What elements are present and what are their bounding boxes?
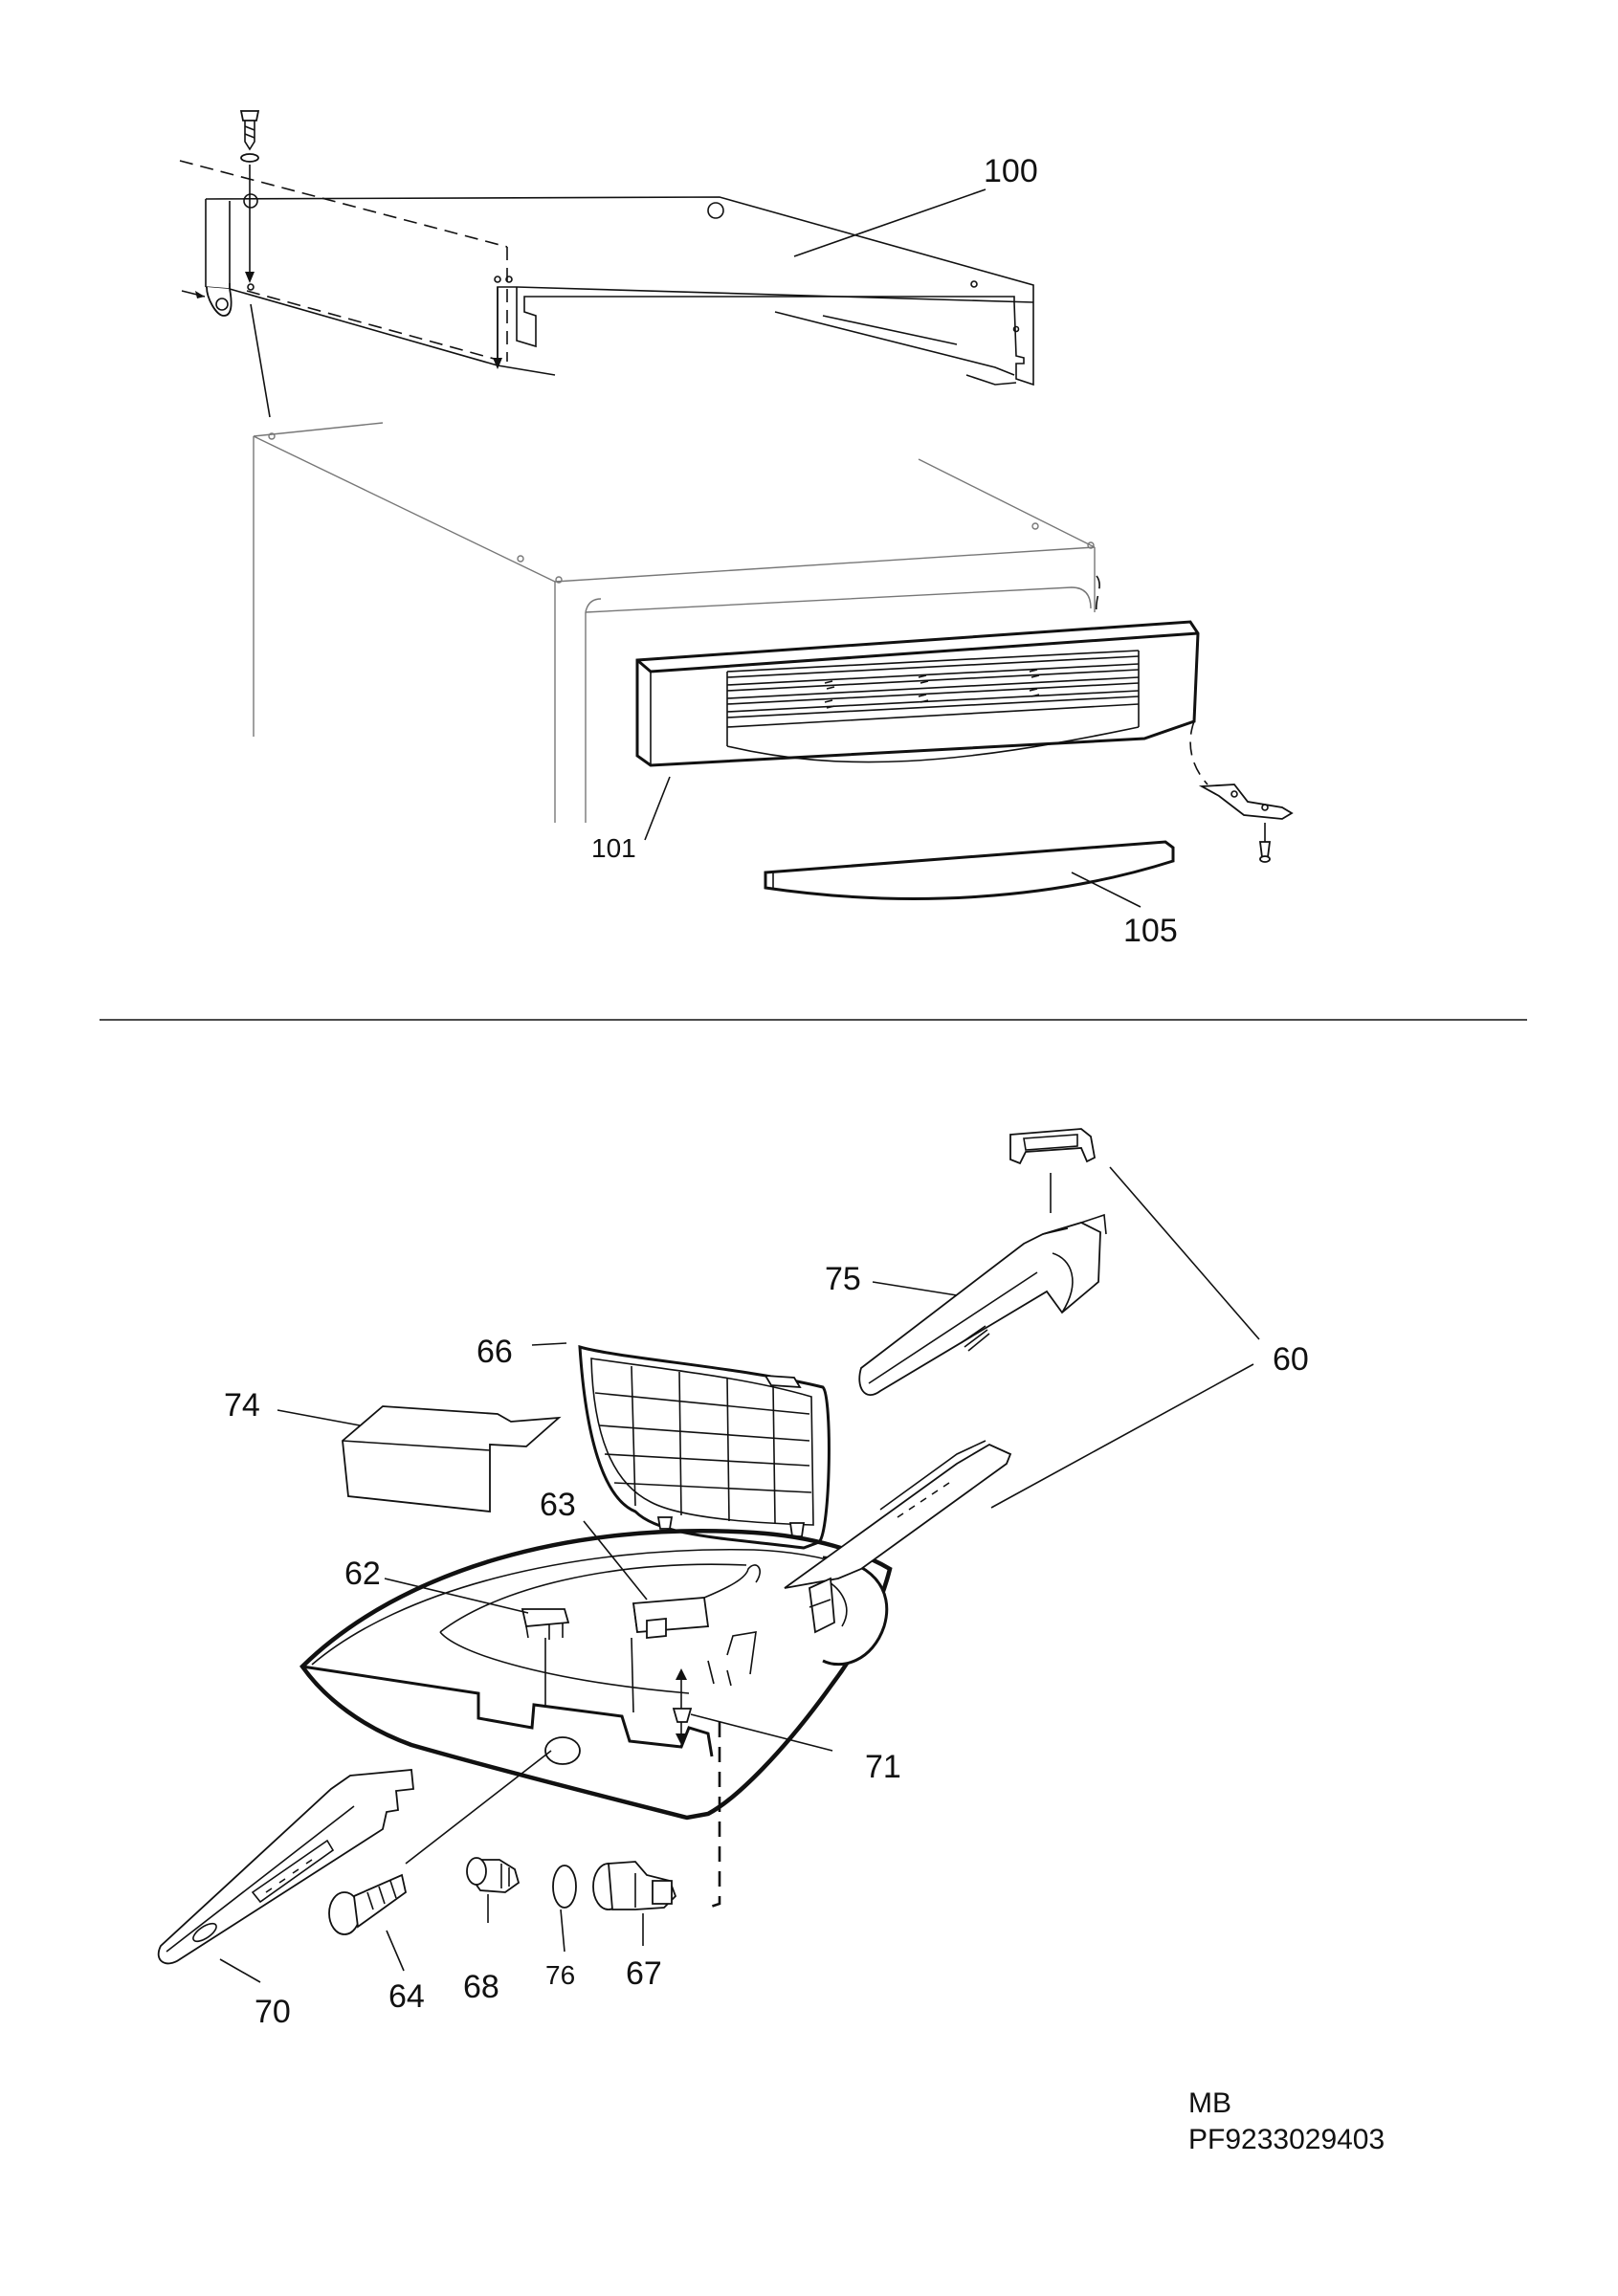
reference-code: MB PF9233029403 xyxy=(1188,2086,1385,2158)
label-100: 100 xyxy=(984,153,1038,189)
knob-68 xyxy=(466,1857,521,1923)
label-76: 76 xyxy=(545,1960,575,1990)
top-assembly xyxy=(179,110,1294,908)
lever-70 xyxy=(157,1769,414,1965)
label-63: 63 xyxy=(540,1487,576,1523)
label-71: 71 xyxy=(865,1749,901,1785)
reference-line-1: MB xyxy=(1188,2087,1231,2119)
knob-64 xyxy=(328,1873,408,1935)
front-panel-101 xyxy=(635,620,1200,841)
cabinet-body xyxy=(253,422,1096,823)
knob-67 xyxy=(592,1861,677,1946)
grille-door-66 xyxy=(578,1344,831,1550)
label-70: 70 xyxy=(255,1994,291,2030)
hinge-bracket-right xyxy=(1095,575,1294,863)
label-66: 66 xyxy=(477,1334,513,1370)
label-74: 74 xyxy=(224,1387,260,1424)
label-64: 64 xyxy=(388,1978,425,2015)
pin-71 xyxy=(672,1668,693,1745)
label-60: 60 xyxy=(1273,1341,1309,1378)
part-labels: 100 101 105 60 75 66 74 63 62 71 64 68 7… xyxy=(224,153,1309,2030)
thermostat-63 xyxy=(631,1564,761,1713)
reference-line-2: PF9233029403 xyxy=(1188,2124,1385,2155)
screw-top-left xyxy=(239,110,260,188)
alignment-line xyxy=(707,1722,721,1910)
leader-100 xyxy=(793,188,986,257)
label-68: 68 xyxy=(463,1969,499,2005)
rail-75 xyxy=(858,1213,1107,1397)
label-101: 101 xyxy=(591,833,636,863)
ring-76 xyxy=(552,1865,577,1953)
bottom-assembly xyxy=(157,1128,1260,1983)
label-67: 67 xyxy=(626,1955,662,1992)
cover-74 xyxy=(342,1405,562,1513)
bracket-100 xyxy=(179,160,1034,418)
leader-lines xyxy=(219,1166,1260,1983)
drawer-housing xyxy=(299,1440,1012,1821)
grille-slots xyxy=(726,650,1140,727)
label-105: 105 xyxy=(1123,913,1178,949)
trim-strip-105 xyxy=(764,840,1175,908)
label-75: 75 xyxy=(825,1261,861,1297)
clip-60 xyxy=(1009,1128,1097,1213)
label-62: 62 xyxy=(344,1556,381,1592)
switch-62 xyxy=(521,1608,570,1707)
